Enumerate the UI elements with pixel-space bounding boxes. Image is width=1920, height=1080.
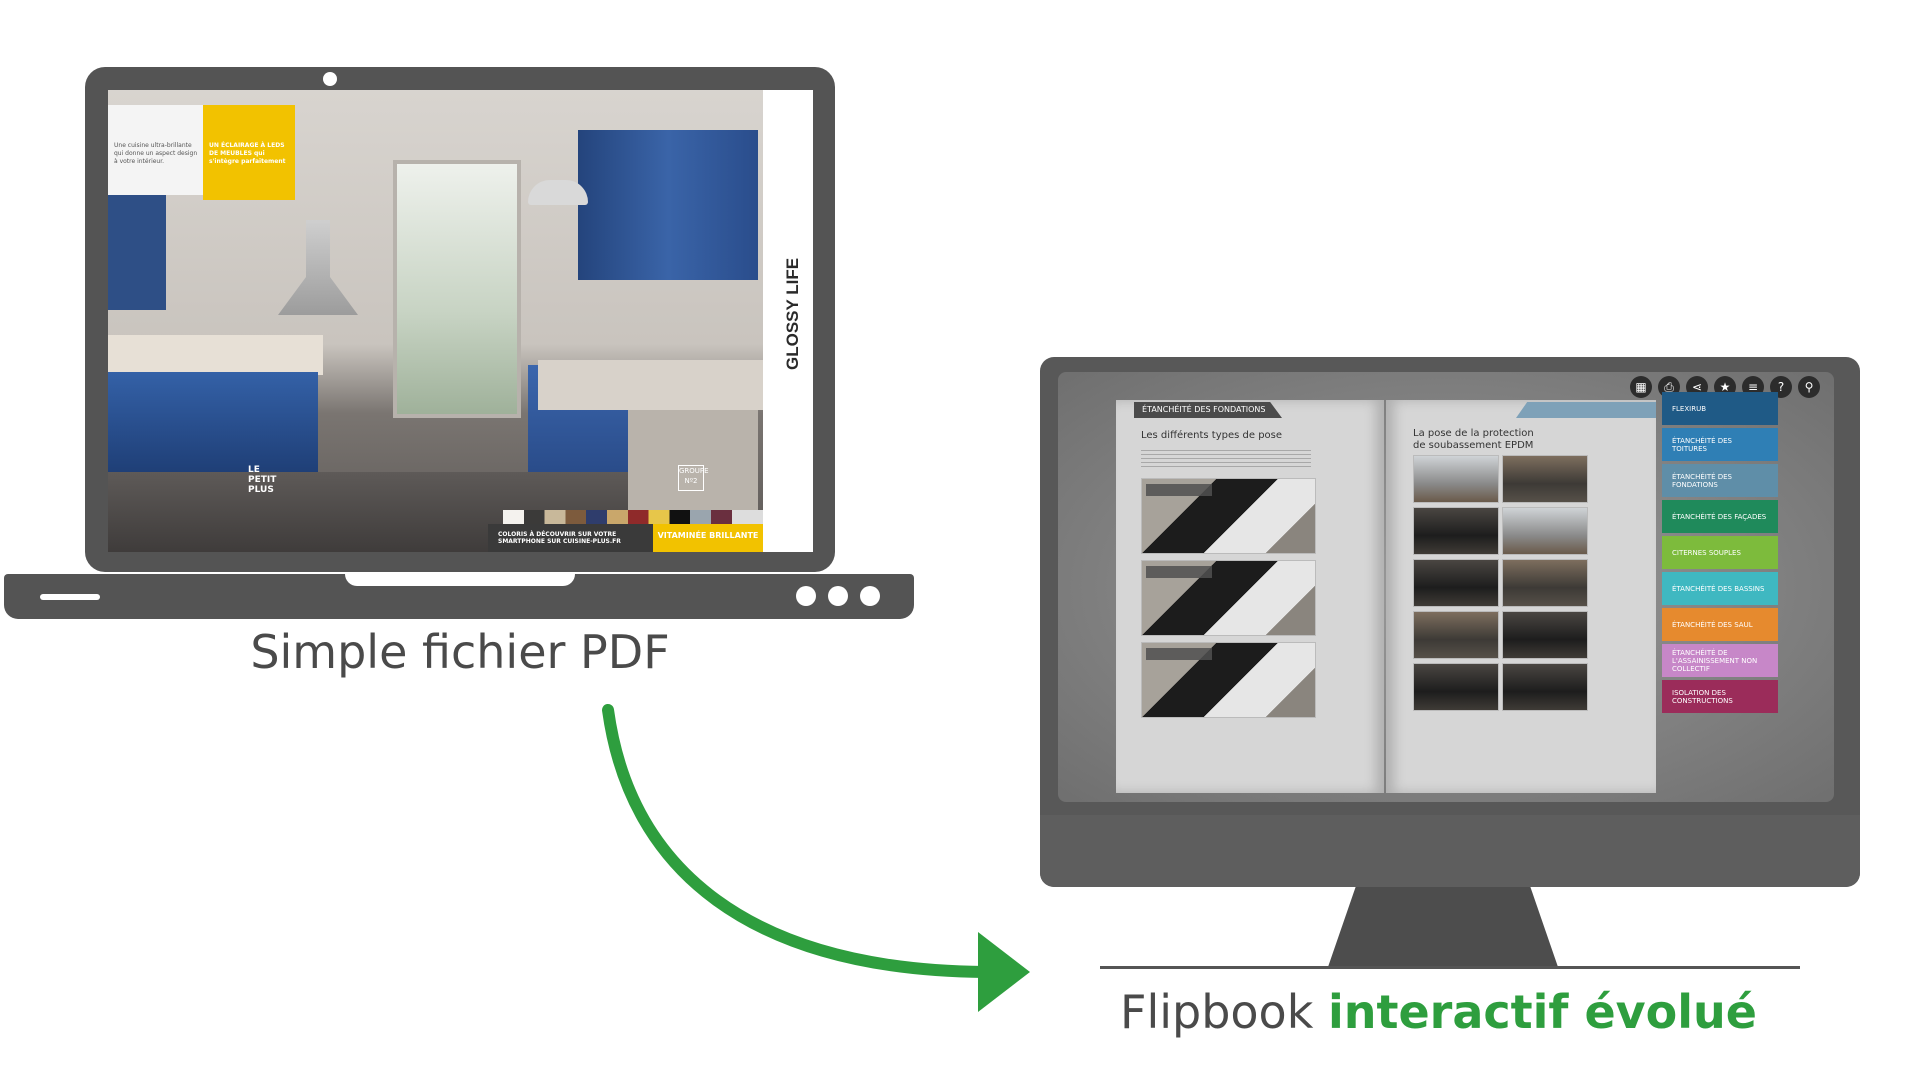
photo bbox=[1502, 455, 1588, 503]
section-tab bbox=[1134, 402, 1282, 418]
groupe-badge: GROUPE Nº2 bbox=[678, 465, 709, 491]
highlight-text: UN ÉCLAIRAGE À LEDS DE MEUBLES qui s'int… bbox=[209, 142, 286, 165]
search-icon[interactable]: ⚲ bbox=[1798, 376, 1820, 398]
menu-item-fondations[interactable]: ÉTANCHÉITÉ DES FONDATIONS bbox=[1662, 464, 1778, 497]
photo bbox=[1413, 507, 1499, 555]
monitor-base-line bbox=[1100, 966, 1800, 969]
info-text: Une cuisine ultra-brillante qui donne un… bbox=[114, 142, 198, 165]
body-text bbox=[1141, 450, 1311, 468]
pdf-caption: Simple fichier PDF bbox=[250, 625, 670, 679]
finish-badge bbox=[653, 524, 763, 552]
photo bbox=[1502, 663, 1588, 711]
highlight-box bbox=[203, 105, 295, 200]
right-tab bbox=[1516, 402, 1656, 418]
upper-cabinet-right bbox=[578, 130, 758, 280]
laptop-notch bbox=[345, 574, 575, 586]
chapter-menu: FLEXIRUB ÉTANCHÉITÉ DES TOITURES ÉTANCHÉ… bbox=[1662, 392, 1778, 713]
color-swatches bbox=[503, 510, 763, 524]
grid-icon[interactable]: ▦ bbox=[1630, 376, 1652, 398]
arrow-head bbox=[978, 932, 1030, 1012]
menu-item-bassins[interactable]: ÉTANCHÉITÉ DES BASSINS bbox=[1662, 572, 1778, 605]
pendant-lamp bbox=[528, 180, 588, 205]
flipbook-toolbar: ▦ ⎙ ⋖ ★ ≡ ? ⚲ bbox=[1630, 376, 1820, 398]
menu-item-citernes[interactable]: CITERNES SOUPLES bbox=[1662, 536, 1778, 569]
photo bbox=[1502, 507, 1588, 555]
photo bbox=[1413, 663, 1499, 711]
monitor-stand bbox=[1328, 887, 1558, 967]
left-heading: Les différents types de pose bbox=[1141, 430, 1283, 441]
laptop-camera bbox=[323, 72, 337, 86]
diagram-caption bbox=[1146, 566, 1212, 578]
caption-plain: Flipbook bbox=[1120, 985, 1328, 1039]
conversion-arrow bbox=[602, 704, 1030, 1012]
flipbook-viewer: ▦ ⎙ ⋖ ★ ≡ ? ⚲ ÉTANCHÉITÉ DES FONDATIONS … bbox=[1058, 372, 1834, 802]
menu-item-toitures[interactable]: ÉTANCHÉITÉ DES TOITURES bbox=[1662, 428, 1778, 461]
menu-item-facades[interactable]: ÉTANCHÉITÉ DES FAÇADES bbox=[1662, 500, 1778, 533]
counter-right bbox=[538, 360, 768, 410]
photo bbox=[1413, 611, 1499, 659]
page-left[interactable]: ÉTANCHÉITÉ DES FONDATIONS Les différents… bbox=[1116, 400, 1384, 793]
diagram-caption bbox=[1146, 484, 1212, 496]
lower-cabinet-left bbox=[108, 372, 318, 472]
petit-plus-label: LE PETIT PLUS bbox=[248, 465, 277, 495]
menu-item-flexirub[interactable]: FLEXIRUB bbox=[1662, 392, 1778, 425]
section-title: ÉTANCHÉITÉ DES FONDATIONS bbox=[1142, 405, 1266, 414]
arrow-shaft bbox=[602, 704, 991, 978]
photo bbox=[1502, 611, 1588, 659]
counter-left bbox=[108, 335, 323, 375]
page-sidebar bbox=[763, 90, 813, 552]
photo bbox=[1502, 559, 1588, 607]
page-title: GLOSSY LIFE bbox=[783, 257, 802, 370]
photo bbox=[1413, 559, 1499, 607]
menu-item-assainissement[interactable]: ÉTANCHÉITÉ DE L'ASSAINISSEMENT NON COLLE… bbox=[1662, 644, 1778, 677]
flipbook-spread[interactable]: ÉTANCHÉITÉ DES FONDATIONS Les différents… bbox=[1116, 400, 1656, 795]
menu-item-saul[interactable]: ÉTANCHÉITÉ DES SAUL bbox=[1662, 608, 1778, 641]
laptop-dot bbox=[860, 586, 880, 606]
flipbook-caption: Flipbook interactif évolué bbox=[1120, 985, 1757, 1039]
colors-text: COLORIS À DÉCOUVRIR SUR VOTRE SMARTPHONE… bbox=[498, 531, 621, 545]
diagram-caption bbox=[1146, 648, 1212, 660]
laptop-slot bbox=[40, 594, 100, 600]
monitor-chin bbox=[1040, 815, 1860, 887]
menu-item-isolation[interactable]: ISOLATION DES CONSTRUCTIONS bbox=[1662, 680, 1778, 713]
caption-accent: interactif évolué bbox=[1327, 985, 1757, 1039]
kitchen-window bbox=[393, 160, 521, 418]
laptop-dot bbox=[828, 586, 848, 606]
pdf-page-preview: Une cuisine ultra-brillante qui donne un… bbox=[108, 90, 813, 552]
info-box bbox=[108, 105, 203, 195]
upper-cabinet-left bbox=[108, 190, 166, 310]
laptop-dot bbox=[796, 586, 816, 606]
photo bbox=[1413, 455, 1499, 503]
right-heading: La pose de la protection de soubassement… bbox=[1413, 428, 1534, 451]
finish-label: VITAMINÉE BRILLANTE bbox=[657, 531, 759, 540]
